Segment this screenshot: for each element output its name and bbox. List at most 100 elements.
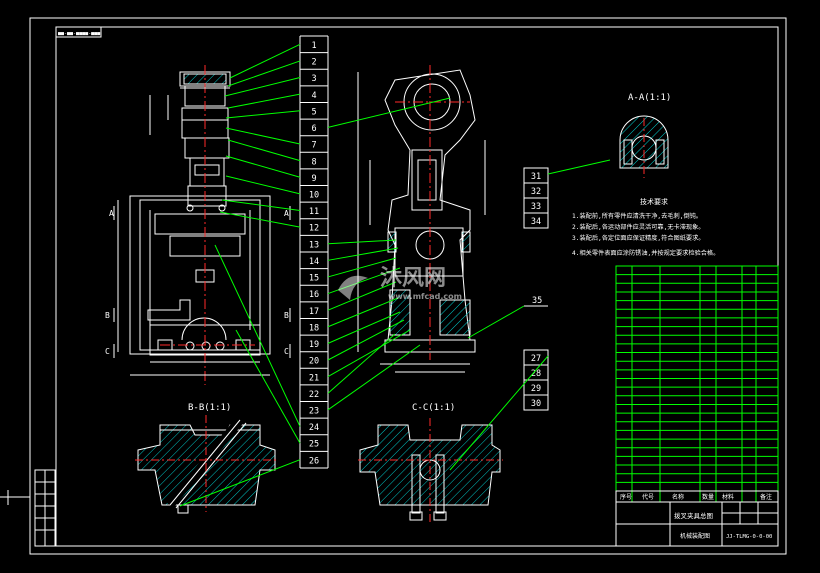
watermark-url: www.mfcad.com [388, 292, 462, 301]
balloon-label: 25 [309, 440, 319, 450]
bom-header-no: 序号 [620, 493, 632, 501]
leader-line [227, 93, 301, 109]
leader-line [327, 329, 411, 378]
balloon-label-right: 31 [531, 172, 541, 182]
section-mark-c-right: C [284, 347, 289, 356]
balloon-label: 20 [309, 357, 319, 367]
balloon-label: 11 [309, 207, 319, 217]
leader-line [235, 329, 301, 444]
leader-line [449, 355, 549, 471]
balloon-label: 5 [311, 107, 316, 117]
leader-line [327, 97, 451, 128]
top-left-label-box [55, 26, 102, 38]
section-cc-view [358, 418, 503, 522]
leader-line [327, 247, 399, 261]
leader-line [327, 311, 401, 344]
balloon-label-right: 28 [531, 369, 541, 379]
note-4: 4.相关零件表面应涂防锈油,并按规定要求检验合格。 [572, 249, 719, 257]
balloon-label: 15 [309, 274, 319, 284]
balloon-label: 17 [309, 307, 319, 317]
watermark-logo-icon [338, 275, 368, 300]
title-block-subtitle: 机械装配图 [680, 532, 710, 540]
bom-header-qty: 数量 [702, 493, 714, 501]
leader-line [214, 244, 301, 427]
notes-title: 技术要求 [640, 197, 668, 206]
front-view [117, 65, 271, 385]
leader-line [225, 110, 301, 119]
balloon-label: 24 [309, 423, 319, 433]
leader-line [225, 175, 301, 195]
balloon-label-35: 35 [532, 296, 542, 306]
leader-line [229, 43, 301, 79]
leader-line [227, 139, 301, 162]
note-2: 2.装配后,各运动部件应灵活可靠,无卡滞现象。 [572, 223, 704, 231]
section-aa-view [619, 115, 669, 178]
balloon-label: 9 [311, 174, 316, 184]
balloon-label: 12 [309, 224, 319, 234]
section-mark-a-right: A [284, 209, 289, 218]
note-3: 3.装配后,各定位面应保证精度,符合图纸要求。 [572, 234, 704, 242]
bom-header-code: 代号 [642, 493, 654, 501]
leader-line [327, 281, 397, 311]
leader-line [225, 155, 301, 178]
balloon-label: 18 [309, 323, 319, 333]
bom-header-row [615, 490, 779, 503]
balloon-label: 22 [309, 390, 319, 400]
outer-border [29, 17, 787, 555]
balloon-label-right: 29 [531, 384, 541, 394]
balloon-label-right: 34 [531, 217, 541, 227]
balloon-label: 16 [309, 290, 319, 300]
leader-line [224, 77, 301, 97]
balloon-label: 23 [309, 407, 319, 417]
bom-header-name: 名称 [672, 493, 684, 501]
section-bb-title: B-B(1:1) [188, 403, 231, 413]
leader-line [327, 257, 397, 278]
bom-header-remark: 备注 [760, 493, 772, 501]
top-left-label: ■■-■■-■■■■-■■■ [58, 31, 100, 37]
watermark-brand: 沐风网 [380, 266, 446, 291]
section-aa-title: A-A(1:1) [628, 93, 671, 103]
section-bb-view [135, 415, 278, 514]
leader-line [327, 297, 399, 328]
balloon-label: 2 [311, 58, 316, 68]
bom-table [615, 265, 779, 502]
leader-line [227, 60, 301, 87]
balloon-label: 10 [309, 191, 319, 201]
leader-line [327, 333, 396, 394]
bom-header-material: 材料 [722, 493, 734, 501]
balloon-label: 6 [311, 124, 316, 134]
balloon-label: 1 [311, 41, 316, 51]
balloon-label: 4 [311, 91, 316, 101]
section-mark-a-left: A [109, 209, 114, 218]
title-block-name: 拨叉夹具总图 [674, 511, 713, 520]
note-1: 1.装配前,所有零件应清洗干净,去毛刺,倒钝。 [572, 212, 702, 220]
title-block-code: JJ-TLMG-0-0-00 [726, 534, 772, 540]
balloon-label-right: 33 [531, 202, 541, 212]
balloon-label: 19 [309, 340, 319, 350]
title-block [615, 501, 779, 547]
leader-line [225, 127, 301, 145]
section-mark-b-right: B [284, 311, 289, 320]
balloon-label-right: 32 [531, 187, 541, 197]
section-mark-b-left: B [105, 311, 110, 320]
balloon-label-right: 27 [531, 354, 541, 364]
leader-line [179, 459, 301, 507]
balloon-label: 21 [309, 373, 319, 383]
leader-line [221, 199, 301, 211]
balloon-label: 26 [309, 456, 319, 466]
balloon-column: 1234567891011121314151617181920212223242… [179, 35, 451, 507]
side-view [357, 65, 486, 373]
balloon-label: 8 [311, 157, 316, 167]
balloon-label: 14 [309, 257, 319, 267]
section-mark-c-left: C [105, 347, 110, 356]
revision-strip [34, 469, 56, 547]
balloon-label: 3 [311, 74, 316, 84]
leader-line [327, 319, 405, 361]
balloon-column-right: 31 32 33 34 27 28 29 30 35 [449, 159, 611, 471]
leader-line [219, 211, 301, 228]
leader-line [327, 239, 397, 245]
balloon-label: 13 [309, 240, 319, 250]
balloon-label-right: 30 [531, 399, 541, 409]
section-cc-title: C-C(1:1) [412, 403, 455, 413]
